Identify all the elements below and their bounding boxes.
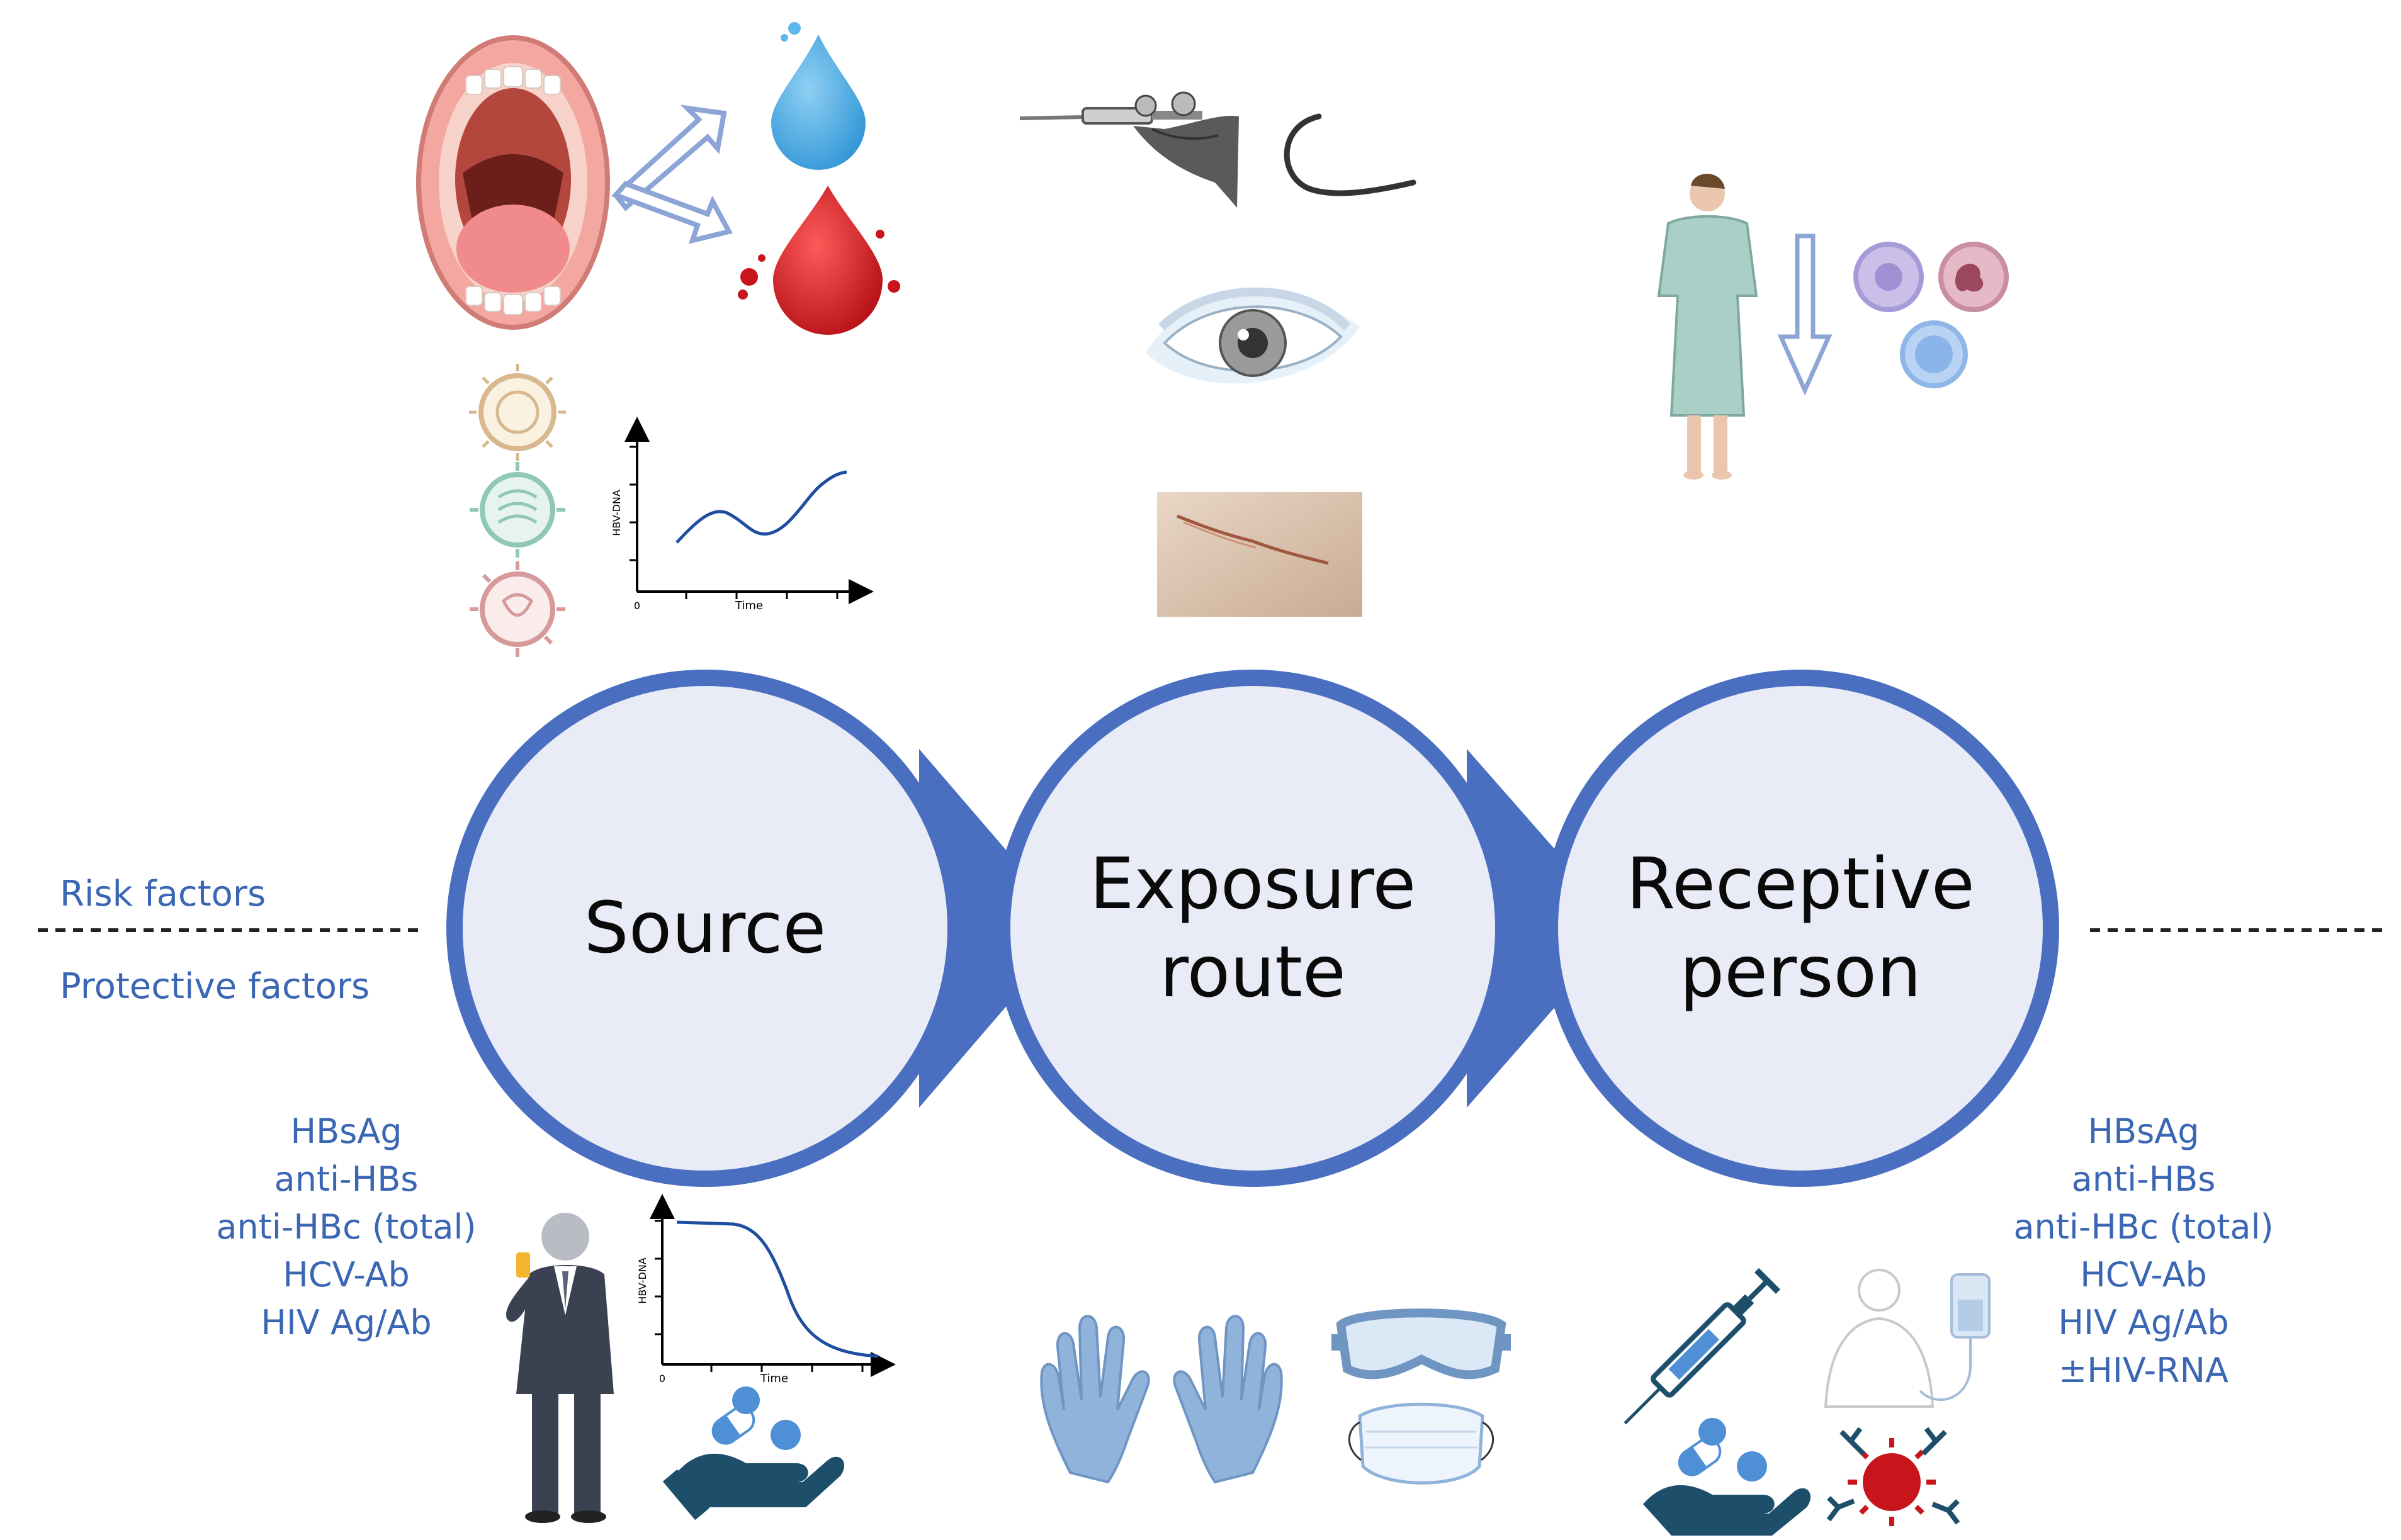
- syringe-hand-icon: [1019, 91, 1239, 208]
- exposure-circle: [994, 670, 1511, 1187]
- receptive-line-1: Receptive: [1626, 843, 1975, 925]
- source-test-item: HIV Ag/Ab: [261, 1303, 432, 1342]
- eye-icon: [1146, 287, 1360, 384]
- iv-patient-icon: [1824, 1269, 1991, 1408]
- patient-gown-icon: [1657, 174, 1758, 480]
- protective-factors-label: Protective factors: [60, 966, 370, 1007]
- blood-drop-icon: [738, 186, 900, 335]
- protect-curve: [676, 1220, 879, 1358]
- suture-needle-icon: [1284, 113, 1416, 196]
- protect-chart: HBV-DNA Time 0: [636, 1194, 896, 1385]
- receptive-test-item: ±HIV-RNA: [2059, 1351, 2229, 1390]
- chain: [446, 670, 2059, 1187]
- source-test-item: anti-HBc (total): [216, 1207, 477, 1247]
- receptive-line-2: person: [1680, 931, 1921, 1013]
- virus-icon: [469, 364, 566, 657]
- water-drop-icon: [771, 22, 866, 170]
- exposure-line-2: route: [1160, 931, 1346, 1013]
- exposure-line-1: Exposure: [1089, 843, 1416, 925]
- hcv-virus-icon: [470, 462, 565, 558]
- right-glove-icon: [1173, 1315, 1283, 1484]
- receptive-test-item: anti-HBc (total): [2013, 1207, 2274, 1247]
- protect-chart-ylabel: HBV-DNA: [636, 1257, 648, 1304]
- hbv-virus-icon: [469, 364, 566, 461]
- gloves-icon: [1040, 1315, 1283, 1484]
- businessman-icon: [506, 1213, 614, 1523]
- down-arrow-icon: [1777, 233, 1833, 396]
- source-test-item: HCV-Ab: [283, 1255, 410, 1295]
- pills-hand-icon: [662, 1386, 845, 1520]
- source-tests-list: HBsAg anti-HBs anti-HBc (total) HCV-Ab H…: [170, 1108, 523, 1347]
- exposure-circle-label: Exposure route: [1064, 840, 1442, 1016]
- vaccine-syringe-icon: [1624, 1267, 1780, 1425]
- immune-cells-icon: [1853, 242, 2009, 388]
- receptive-test-item: HIV Ag/Ab: [2058, 1303, 2229, 1342]
- face-mask-icon: [1348, 1402, 1494, 1485]
- left-glove-icon: [1040, 1315, 1150, 1484]
- risk-chart: HBV-DNA Time 0: [611, 417, 874, 612]
- protect-chart-xtick: 0: [659, 1373, 665, 1385]
- receptive-circle-label: Receptive person: [1612, 840, 1989, 1016]
- receptive-circle: [1542, 670, 2059, 1187]
- antibody-virus-icon: [1826, 1427, 1960, 1526]
- mouth-icon: [416, 35, 610, 330]
- source-circle-label: Source: [584, 887, 827, 969]
- source-test-item: HBsAg: [290, 1111, 402, 1151]
- risk-chart-ylabel: HBV-DNA: [611, 490, 623, 536]
- split-arrows-icon: [611, 104, 733, 244]
- receptive-tests-list: HBsAg anti-HBs anti-HBc (total) HCV-Ab H…: [1967, 1108, 2320, 1395]
- receptive-test-item: HBsAg: [2087, 1111, 2200, 1151]
- risk-chart-xlabel: Time: [735, 599, 763, 612]
- hiv-virus-icon: [470, 561, 565, 657]
- source-test-item: anti-HBs: [274, 1159, 419, 1199]
- receptive-test-item: anti-HBs: [2071, 1159, 2216, 1199]
- risk-curve: [675, 470, 847, 544]
- skin-cut-image: [1157, 492, 1362, 617]
- goggles-icon: [1331, 1308, 1511, 1380]
- risk-chart-xtick: 0: [634, 600, 640, 612]
- protect-chart-xlabel: Time: [760, 1372, 788, 1385]
- risk-factors-label: Risk factors: [60, 874, 266, 914]
- pills-hand-icon: [1643, 1418, 1811, 1536]
- receptive-test-item: HCV-Ab: [2080, 1255, 2207, 1295]
- source-circle: [446, 670, 964, 1187]
